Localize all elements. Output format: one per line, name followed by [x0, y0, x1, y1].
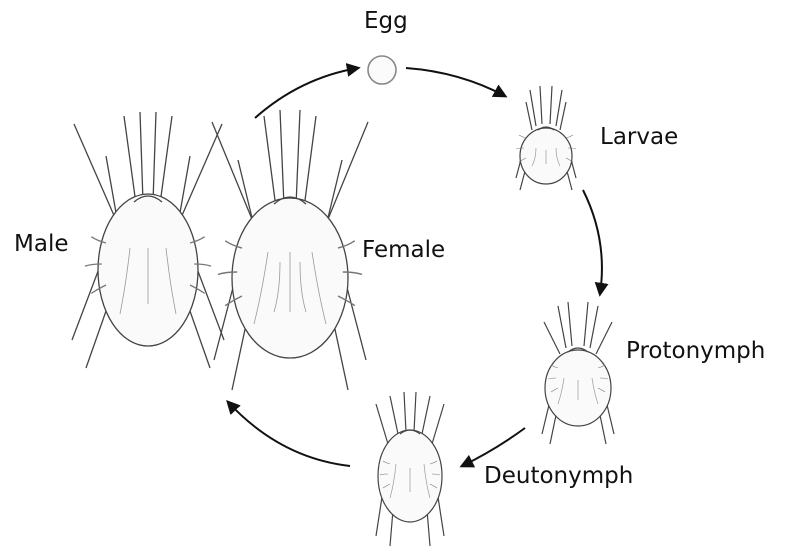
stage-label-larvae: Larvae — [600, 126, 678, 149]
stage-label-protonymph: Protonymph — [626, 340, 765, 363]
male-mite-icon — [72, 112, 224, 368]
arrow-larvae-to-protonymph — [583, 190, 602, 294]
egg-icon — [368, 56, 396, 84]
stage-label-female: Female — [362, 239, 445, 262]
larva-mite-icon — [516, 86, 576, 190]
stage-label-male: Male — [14, 233, 68, 256]
arrow-female-to-egg — [255, 68, 358, 118]
stage-label-egg: Egg — [364, 10, 408, 33]
deutonymph-mite-icon — [376, 392, 444, 546]
female-mite-icon — [212, 110, 368, 390]
arrow-protonymph-to-deutonymph — [462, 428, 525, 466]
arrow-deutonymph-to-female — [228, 402, 350, 466]
protonymph-mite-icon — [542, 302, 614, 444]
arrow-egg-to-larvae — [406, 68, 505, 96]
stage-label-deutonymph: Deutonymph — [484, 465, 633, 488]
